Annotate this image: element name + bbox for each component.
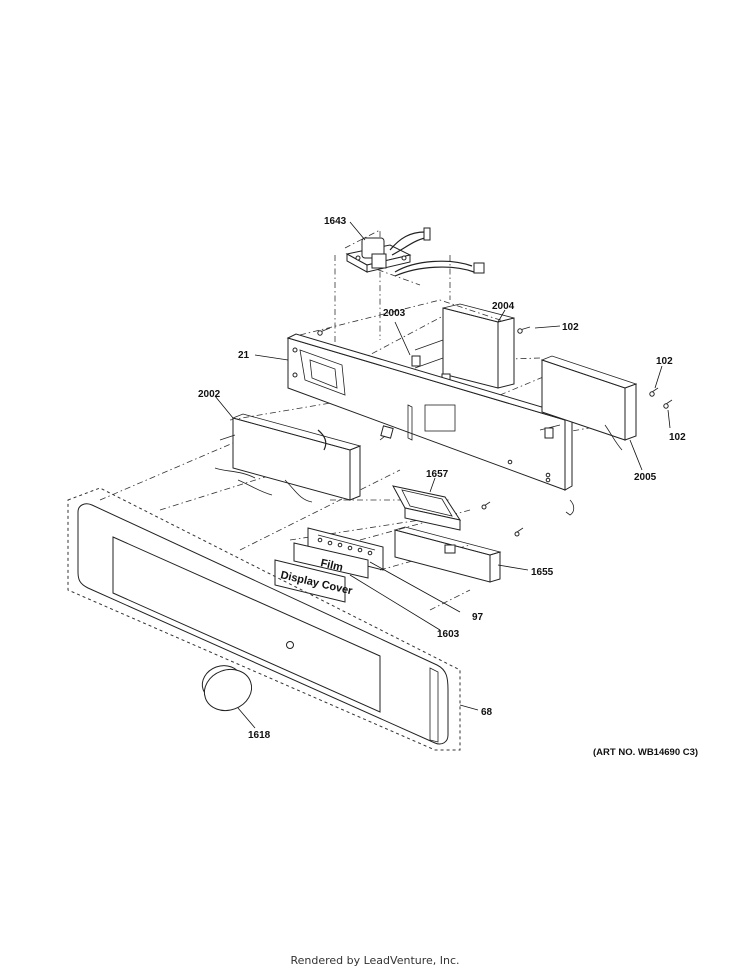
label-102-right: 102 <box>656 356 673 367</box>
control-panel-fascia-part-68 <box>77 503 449 745</box>
control-panel-bracket-part-21 <box>286 333 575 516</box>
label-68: 68 <box>481 707 493 718</box>
label-1603: 1603 <box>437 629 460 640</box>
label-1655: 1655 <box>531 567 554 578</box>
control-knob-part-1618 <box>201 665 253 712</box>
label-1643: 1643 <box>324 216 347 227</box>
screws <box>317 326 673 537</box>
label-2003: 2003 <box>383 308 406 319</box>
film-text: Film <box>319 557 344 574</box>
label-1618: 1618 <box>248 730 271 741</box>
display-module-part-1657 <box>392 485 462 531</box>
control-panel-outline-68 <box>67 487 461 751</box>
film-part: Film <box>293 542 369 579</box>
art-number: (ART NO. WB14690 C3) <box>593 747 699 758</box>
label-21: 21 <box>238 350 250 361</box>
label-97: 97 <box>472 612 484 623</box>
footer-credit: Rendered by LeadVenture, Inc. <box>290 954 460 967</box>
control-board-part-2005 <box>539 355 638 451</box>
control-board-part-2002 <box>214 413 362 503</box>
leader-lines <box>214 221 671 729</box>
control-board-part-1655 <box>393 526 502 583</box>
label-102-bottom: 102 <box>669 432 686 443</box>
control-board-part-2004 <box>411 303 515 389</box>
label-2004: 2004 <box>492 301 515 312</box>
callout-labels: 1643 2003 2004 102 21 102 102 2002 2005 … <box>198 216 686 741</box>
label-2002: 2002 <box>198 389 221 400</box>
transformer-part-1643 <box>345 227 485 277</box>
label-2005: 2005 <box>634 472 657 483</box>
label-1657: 1657 <box>426 469 449 480</box>
label-102-top: 102 <box>562 322 579 333</box>
